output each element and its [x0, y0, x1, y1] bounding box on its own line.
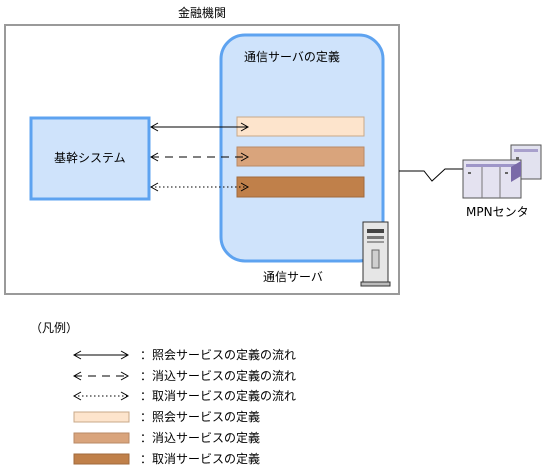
legend-heading: （凡例） — [30, 321, 79, 335]
core-system-box — [29, 116, 151, 201]
mpn-center-icon — [462, 144, 542, 199]
network-line — [399, 168, 463, 182]
mpn-center-label: MPNセンタ — [466, 205, 529, 219]
comm-definition-label: 通信サーバの定義 — [244, 50, 340, 64]
legend-dashed-arrow — [72, 371, 130, 381]
legend-item-cancel-def: ：取消サービスの定義 — [140, 452, 261, 466]
legend-cancel-swatch — [73, 453, 130, 465]
cleared-definition-bar — [236, 146, 365, 167]
legend-item-cancel-flow: ：取消サービスの定義の流れ — [140, 389, 297, 403]
cancel-definition-bar — [236, 176, 365, 198]
institution-label: 金融機関 — [178, 6, 227, 20]
legend-item-inquiry-flow: ：照会サービスの定義の流れ — [140, 348, 297, 362]
legend-cleared-swatch — [73, 432, 130, 444]
cleared-flow-arrow — [149, 152, 250, 162]
legend-item-cleared-def: ：消込サービスの定義 — [140, 431, 261, 445]
comm-server-label: 通信サーバ — [263, 270, 323, 284]
inquiry-definition-bar — [236, 116, 365, 137]
core-system-label: 基幹システム — [54, 151, 126, 165]
legend-dotted-arrow — [72, 391, 130, 401]
server-tower-icon — [360, 221, 391, 287]
inquiry-flow-arrow — [149, 122, 250, 132]
legend-item-cleared-flow: ：消込サービスの定義の流れ — [140, 369, 297, 383]
legend-item-inquiry-def: ：照会サービスの定義 — [140, 410, 261, 424]
legend-solid-arrow — [72, 350, 130, 360]
cancel-flow-arrow — [149, 182, 250, 192]
legend-inquiry-swatch — [73, 411, 130, 423]
